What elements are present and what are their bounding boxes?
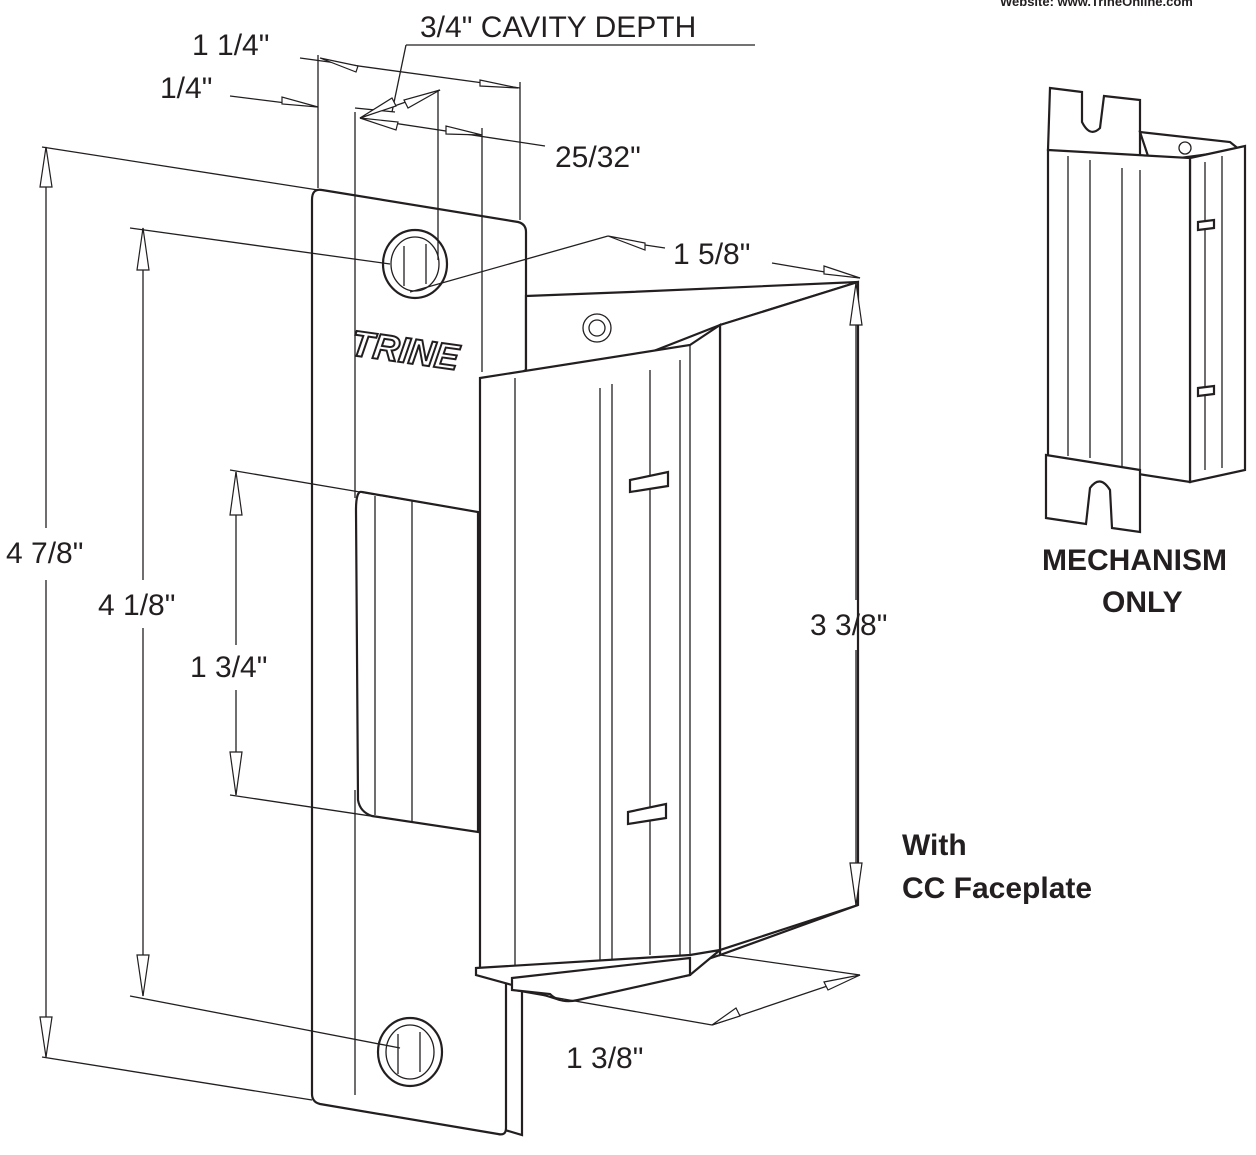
faceplate-caption-line2: CC Faceplate: [902, 872, 1092, 905]
dim-face-width: 1 1/4": [192, 29, 269, 62]
captions: MECHANISM ONLY With CC Faceplate: [902, 544, 1227, 905]
dim-overall-height: 4 7/8": [6, 537, 83, 570]
mechanism-body: [1046, 148, 1192, 484]
mechanism-side: [1188, 144, 1247, 484]
dim-body-depth: 1 5/8": [673, 238, 750, 271]
dim-cavity-depth: 3/4" CAVITY DEPTH: [420, 11, 696, 44]
top-screw-hole: [381, 228, 449, 300]
mechanism-bottom-bracket: [1044, 453, 1142, 534]
keeper-opening: [354, 490, 480, 834]
dim-face-offset: 1/4": [160, 72, 212, 105]
strike-assembly: TRINE: [310, 112, 860, 1137]
mechanism-caption-line2: ONLY: [1102, 586, 1183, 619]
bottom-screw-hole: [376, 1016, 444, 1088]
mechanism-only-view: [1044, 86, 1247, 534]
latch-tab-lower: [626, 802, 668, 826]
top-screw-boss: [582, 313, 612, 343]
dimension-lines: [39, 44, 863, 1101]
faceplate-lip: [503, 978, 524, 1137]
dim-keeper-height: 1 3/4": [190, 651, 267, 684]
dim-25-32: 25/32": [555, 141, 641, 174]
faceplate-caption-line1: With: [902, 829, 967, 862]
bottom-flange: [510, 956, 692, 1003]
latch-tab-upper: [628, 470, 670, 494]
dimension-labels: 1 1/4" 1/4" 3/4" CAVITY DEPTH 25/32" 1 5…: [6, 11, 887, 1075]
dim-body-height: 3 3/8": [810, 609, 887, 642]
website-text: Website: www.TrineOnline.com: [1000, 0, 1193, 9]
mechanism-caption-line1: MECHANISM: [1042, 544, 1227, 577]
mechanism-top-bracket: [1046, 86, 1142, 164]
dim-hole-spacing: 4 1/8": [98, 589, 175, 622]
dim-body-width: 1 3/8": [566, 1042, 643, 1075]
